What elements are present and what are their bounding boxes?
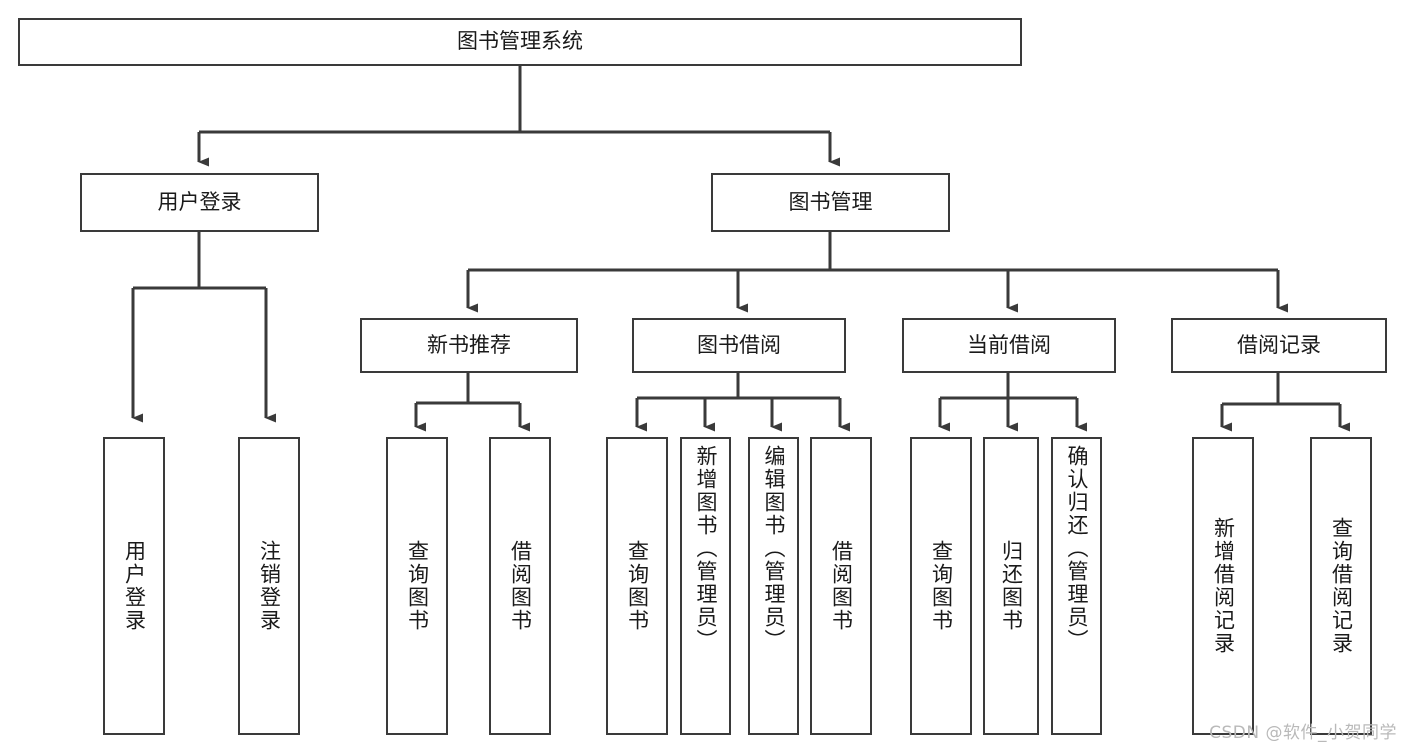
node-borrow-record[interactable]: 借阅记录	[1171, 318, 1387, 373]
leaf-borrow-book-bb[interactable]: 借阅图书	[810, 437, 872, 735]
node-label: 借阅图书	[508, 540, 533, 632]
node-label: 用户登录	[122, 540, 147, 632]
node-label: 查询借阅记录	[1329, 517, 1354, 655]
leaf-query-book-nb[interactable]: 查询图书	[386, 437, 448, 735]
node-label: 查询图书	[405, 540, 430, 632]
node-label: 查询图书	[929, 540, 954, 632]
leaf-user-login[interactable]: 用户登录	[103, 437, 165, 735]
node-label: 编辑图书（管理员）	[762, 445, 786, 652]
node-label: 归还图书	[999, 540, 1024, 632]
node-label: 借阅图书	[829, 540, 854, 632]
node-label: 图书管理系统	[457, 29, 583, 54]
leaf-add-borrow-record[interactable]: 新增借阅记录	[1192, 437, 1254, 735]
node-label: 借阅记录	[1237, 332, 1321, 357]
node-label: 新增图书（管理员）	[694, 445, 718, 652]
node-label: 用户登录	[157, 189, 242, 214]
node-book-management[interactable]: 图书管理	[711, 173, 950, 232]
leaf-add-book-admin[interactable]: 新增图书（管理员）	[680, 437, 731, 735]
leaf-query-book-bb[interactable]: 查询图书	[606, 437, 668, 735]
leaf-confirm-return-admin[interactable]: 确认归还（管理员）	[1051, 437, 1102, 735]
leaf-edit-book-admin[interactable]: 编辑图书（管理员）	[748, 437, 799, 735]
node-book-borrow[interactable]: 图书借阅	[632, 318, 846, 373]
node-label: 查询图书	[625, 540, 650, 632]
node-label: 图书借阅	[697, 332, 781, 357]
node-label: 注销登录	[257, 540, 282, 632]
node-current-borrow[interactable]: 当前借阅	[902, 318, 1116, 373]
node-label: 新书推荐	[427, 332, 511, 357]
leaf-query-book-cb[interactable]: 查询图书	[910, 437, 972, 735]
node-user-login[interactable]: 用户登录	[80, 173, 319, 232]
node-label: 新增借阅记录	[1211, 517, 1236, 655]
node-label: 当前借阅	[967, 332, 1051, 357]
leaf-return-book[interactable]: 归还图书	[983, 437, 1039, 735]
node-label: 确认归还（管理员）	[1065, 445, 1089, 652]
leaf-query-borrow-record[interactable]: 查询借阅记录	[1310, 437, 1372, 735]
node-label: 图书管理	[788, 189, 873, 214]
leaf-logout[interactable]: 注销登录	[238, 437, 300, 735]
node-new-book-recommend[interactable]: 新书推荐	[360, 318, 578, 373]
node-root-book-management-system[interactable]: 图书管理系统	[18, 18, 1022, 66]
csdn-watermark: CSDN @软件_小贺同学	[1209, 723, 1397, 743]
leaf-borrow-book-nb[interactable]: 借阅图书	[489, 437, 551, 735]
